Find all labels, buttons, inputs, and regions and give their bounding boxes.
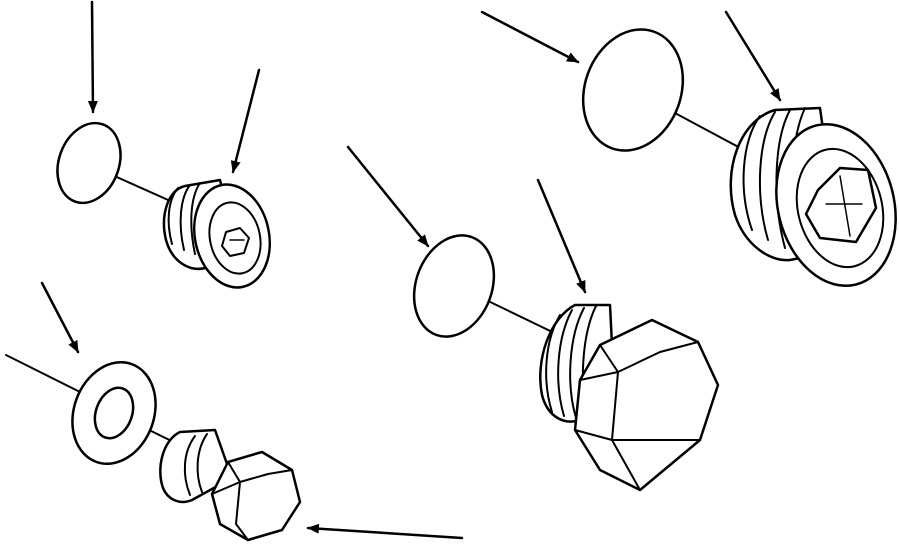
assembly-hex-plug-small xyxy=(5,281,464,542)
o-ring-small xyxy=(56,121,122,205)
washer xyxy=(71,361,157,465)
pointer-arrow xyxy=(346,145,430,248)
assembly-socket-plug-large xyxy=(480,10,897,288)
pointer-arrow xyxy=(480,10,580,64)
hex-plug-large xyxy=(539,303,720,492)
pointer-arrow xyxy=(230,68,261,174)
assembly-hex-plug-large xyxy=(346,145,720,492)
socket-plug-small xyxy=(162,178,272,289)
pointer-arrow xyxy=(40,281,80,354)
o-ring-hex-large xyxy=(412,234,496,338)
pointer-arrow xyxy=(536,178,587,294)
pointer-arrow xyxy=(87,0,98,114)
o-ring-large xyxy=(581,28,685,152)
socket-plug-large xyxy=(729,106,897,288)
assembly-socket-plug-small xyxy=(56,0,272,289)
hex-plug-small xyxy=(159,428,302,542)
pointer-arrow xyxy=(306,523,464,540)
pointer-arrow xyxy=(724,10,782,102)
